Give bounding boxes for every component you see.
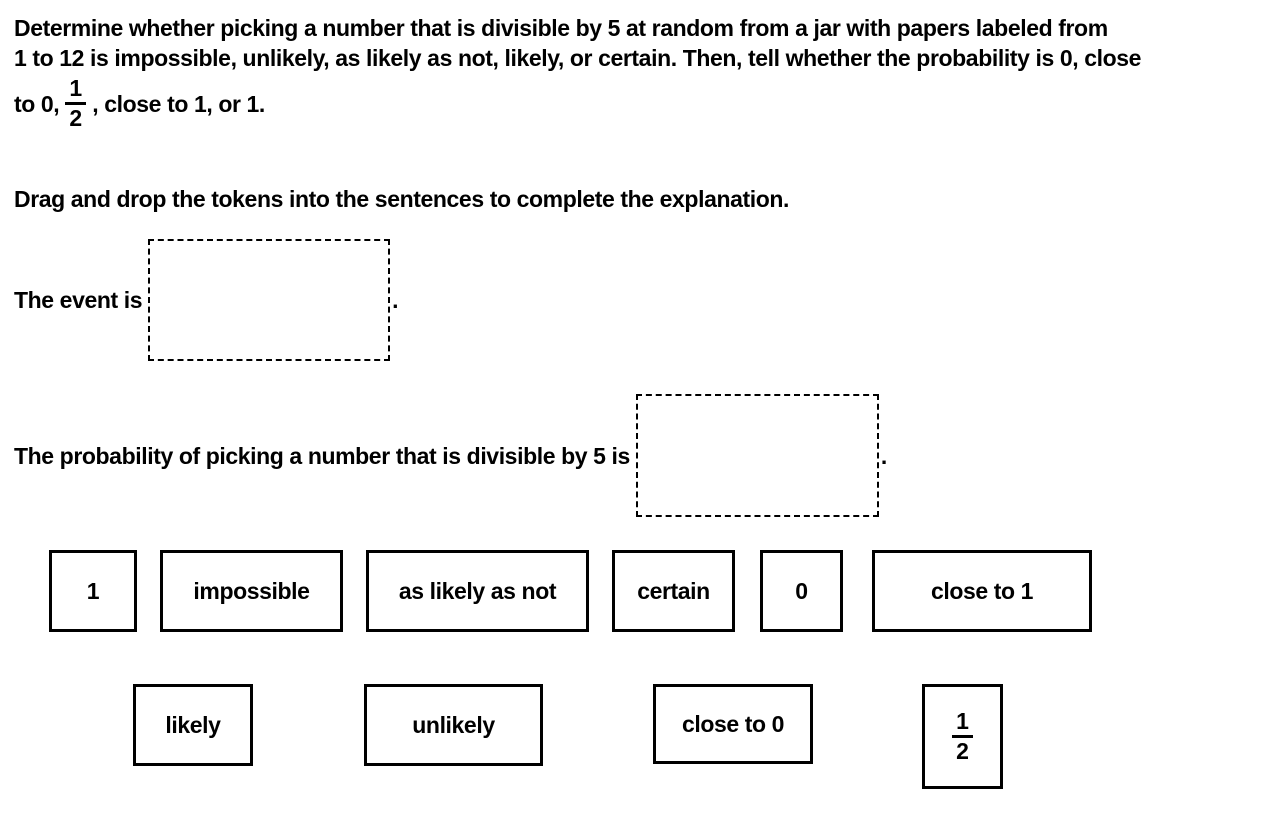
instruction-text: Drag and drop the tokens into the senten… xyxy=(14,186,790,212)
token-1-label: 1 xyxy=(86,578,100,604)
token-impossible-label: impossible xyxy=(193,578,310,604)
problem-line-1: Determine whether picking a number that … xyxy=(14,15,1108,41)
sentence-event: The event is . xyxy=(14,239,399,361)
sentence-event-suffix: . xyxy=(392,287,399,313)
token-certain-label: certain xyxy=(637,578,710,604)
drop-zone-event[interactable] xyxy=(148,239,391,361)
token-fraction-bar xyxy=(952,735,973,738)
token-close-to-1-label: close to 1 xyxy=(930,578,1034,604)
token-likely[interactable]: likely xyxy=(133,684,253,766)
token-unlikely[interactable]: unlikely xyxy=(364,684,543,766)
token-0[interactable]: 0 xyxy=(760,550,843,632)
token-1[interactable]: 1 xyxy=(49,550,137,632)
token-0-label: 0 xyxy=(795,578,808,604)
sentence-event-prefix: The event is xyxy=(14,287,143,313)
token-as-likely-as-not-label: as likely as not xyxy=(398,578,557,604)
sentence-probability-suffix: . xyxy=(880,442,887,469)
token-impossible[interactable]: impossible xyxy=(160,550,343,632)
token-fraction-denominator: 2 xyxy=(956,738,969,764)
sentence-probability: The probability of picking a number that… xyxy=(14,394,887,517)
sentence-probability-prefix: The probability of picking a number that… xyxy=(14,442,630,469)
fraction-denominator: 2 xyxy=(69,105,83,131)
token-close-to-1[interactable]: close to 1 xyxy=(872,550,1092,632)
drop-zone-probability[interactable] xyxy=(635,394,879,517)
token-likely-label: likely xyxy=(165,712,221,738)
token-as-likely-as-not[interactable]: as likely as not xyxy=(366,550,589,632)
problem-line-3-after-fraction: , close to 1, or 1. xyxy=(92,90,265,117)
token-one-half[interactable]: 1 2 xyxy=(922,684,1003,789)
problem-line-3-before-fraction: to 0, xyxy=(14,90,60,117)
token-unlikely-label: unlikely xyxy=(412,712,495,738)
token-one-half-fraction: 1 2 xyxy=(952,709,973,764)
token-close-to-0[interactable]: close to 0 xyxy=(653,684,813,764)
token-certain[interactable]: certain xyxy=(612,550,735,632)
problem-line-2: 1 to 12 is impossible, unlikely, as like… xyxy=(14,45,1142,71)
token-close-to-0-label: close to 0 xyxy=(681,711,785,737)
token-fraction-numerator: 1 xyxy=(956,708,969,734)
problem-statement: Determine whether picking a number that … xyxy=(14,13,1264,131)
inline-fraction-one-half: 1 2 xyxy=(65,75,87,131)
fraction-numerator: 1 xyxy=(69,75,83,101)
fraction-bar xyxy=(65,102,87,105)
problem-line-3: to 0, 1 2 , close to 1, or 1. xyxy=(14,76,1264,131)
